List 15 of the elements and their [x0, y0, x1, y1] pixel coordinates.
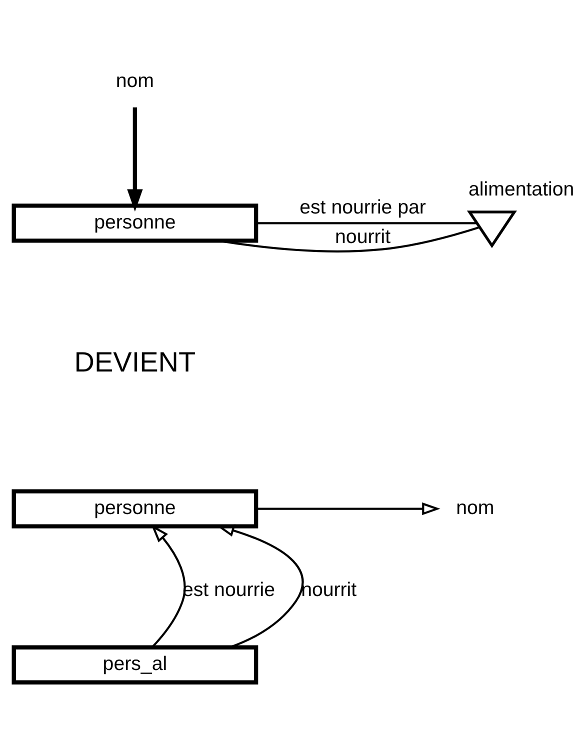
node-label: alimentation [468, 178, 574, 200]
edge-label: est nourrie par [300, 196, 426, 219]
node-box: personne [12, 204, 258, 243]
node-hourglass [466, 210, 517, 248]
node-text: nom [116, 70, 154, 92]
label: DEVIENT [74, 346, 196, 378]
arrow [256, 502, 440, 516]
node-box: personne [12, 489, 258, 528]
edge-label: nourrit [335, 226, 391, 248]
node-box: pers_al [12, 645, 258, 684]
arrow [127, 107, 143, 212]
edge-label: nourrit [301, 578, 357, 601]
node-text: nom [456, 496, 494, 519]
connector [256, 222, 477, 224]
connector [218, 226, 480, 252]
